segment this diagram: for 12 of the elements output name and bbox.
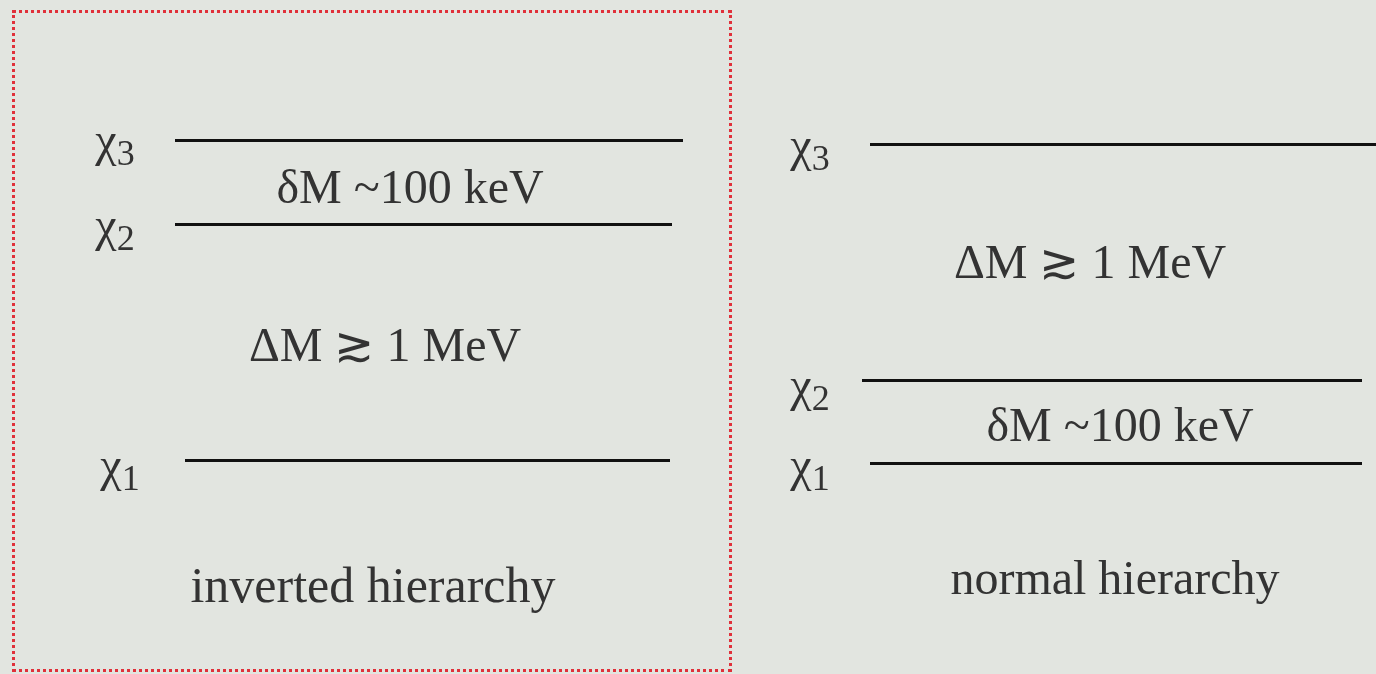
level-label: χ$_{3}$ — [790, 121, 830, 169]
gap-label: δM ~100 keV — [986, 401, 1254, 449]
level-label: χ$_{3}$ — [95, 116, 135, 164]
level-label: χ$_{2}$ — [790, 361, 830, 409]
gap-label: δM ~100 keV — [276, 163, 544, 211]
dashed-frame — [12, 10, 732, 672]
gap-label: ΔM ≳ 1 MeV — [953, 238, 1227, 286]
gap-label: ΔM ≳ 1 MeV — [248, 321, 522, 369]
level-label: χ$_{1}$ — [790, 441, 830, 489]
level-label: χ$_{2}$ — [95, 201, 135, 249]
caption: normal hierarchy — [950, 554, 1280, 602]
level-label: χ$_{1}$ — [100, 441, 140, 489]
